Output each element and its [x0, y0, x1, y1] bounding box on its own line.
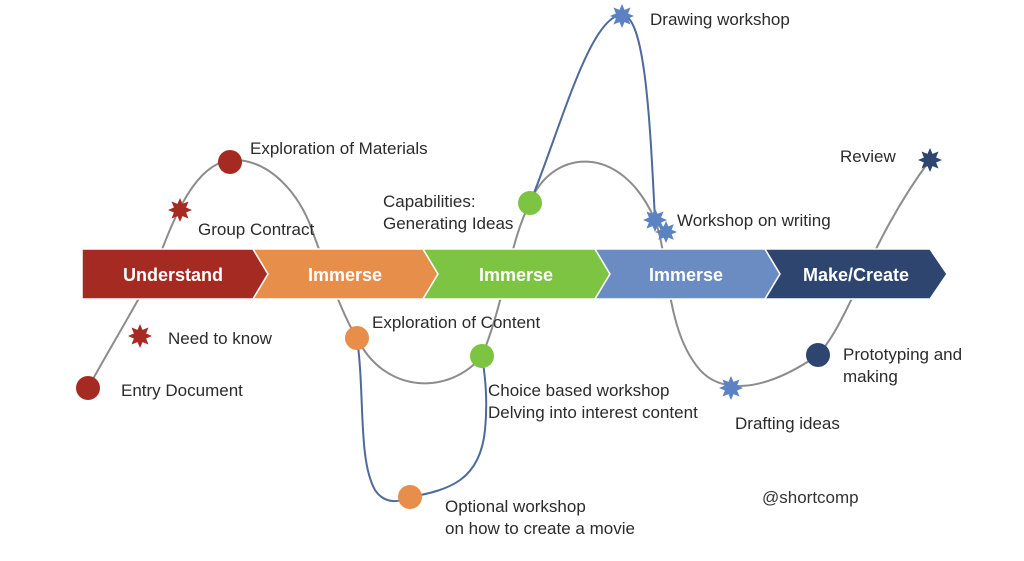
prototyping-marker: [806, 343, 830, 367]
author-handle: @shortcomp: [762, 488, 859, 507]
markers: [76, 4, 942, 509]
optional-branch-path: [356, 337, 488, 502]
exploration-content-label: Exploration of Content: [372, 313, 540, 332]
workshop-writing-label: Workshop on writing: [677, 211, 831, 230]
stage-immerse-3-label: Immerse: [649, 265, 723, 285]
exploration-materials-marker: [218, 150, 242, 174]
workshop-writing-star-2-icon: [655, 221, 677, 243]
stage-immerse-1-label: Immerse: [308, 265, 382, 285]
choice-workshop-marker: [470, 344, 494, 368]
drafting-ideas-label: Drafting ideas: [735, 414, 840, 433]
drawing-workshop-star-icon: [610, 4, 634, 28]
journey-path: [87, 158, 931, 389]
stage-make-create-arrow: [763, 248, 948, 300]
group-contract-label: Group Contract: [198, 220, 314, 239]
drafting-ideas-star-icon: [719, 376, 743, 400]
review-star-icon: [918, 148, 942, 172]
prototyping-label-line1: Prototyping and: [843, 345, 962, 364]
optional-workshop-label-line2: on how to create a movie: [445, 519, 635, 538]
capabilities-marker: [518, 191, 542, 215]
stage-arrows: Understand Immerse Immerse Immerse Make/…: [81, 248, 948, 300]
optional-workshop-marker: [398, 485, 422, 509]
stage-understand-label: Understand: [123, 265, 223, 285]
capabilities-label-line1: Capabilities:: [383, 192, 476, 211]
choice-workshop-label-line2: Delving into interest content: [488, 403, 698, 422]
review-label: Review: [840, 147, 896, 166]
stage-immerse-2-label: Immerse: [479, 265, 553, 285]
capabilities-label-line2: Generating Ideas: [383, 214, 513, 233]
stage-make-create-label: Make/Create: [803, 265, 909, 285]
group-contract-star-icon: [168, 198, 192, 222]
exploration-materials-label: Exploration of Materials: [250, 139, 428, 158]
prototyping-label-line2: making: [843, 367, 898, 386]
entry-document-label: Entry Document: [121, 381, 243, 400]
need-to-know-star-icon: [128, 324, 152, 348]
need-to-know-label: Need to know: [168, 329, 273, 348]
entry-document-marker: [76, 376, 100, 400]
choice-workshop-label-line1: Choice based workshop: [488, 381, 669, 400]
drawing-workshop-label: Drawing workshop: [650, 10, 790, 29]
optional-workshop-label-line1: Optional workshop: [445, 497, 586, 516]
exploration-content-marker: [345, 326, 369, 350]
node-labels: Entry Document Need to know Group Contra…: [121, 10, 962, 538]
